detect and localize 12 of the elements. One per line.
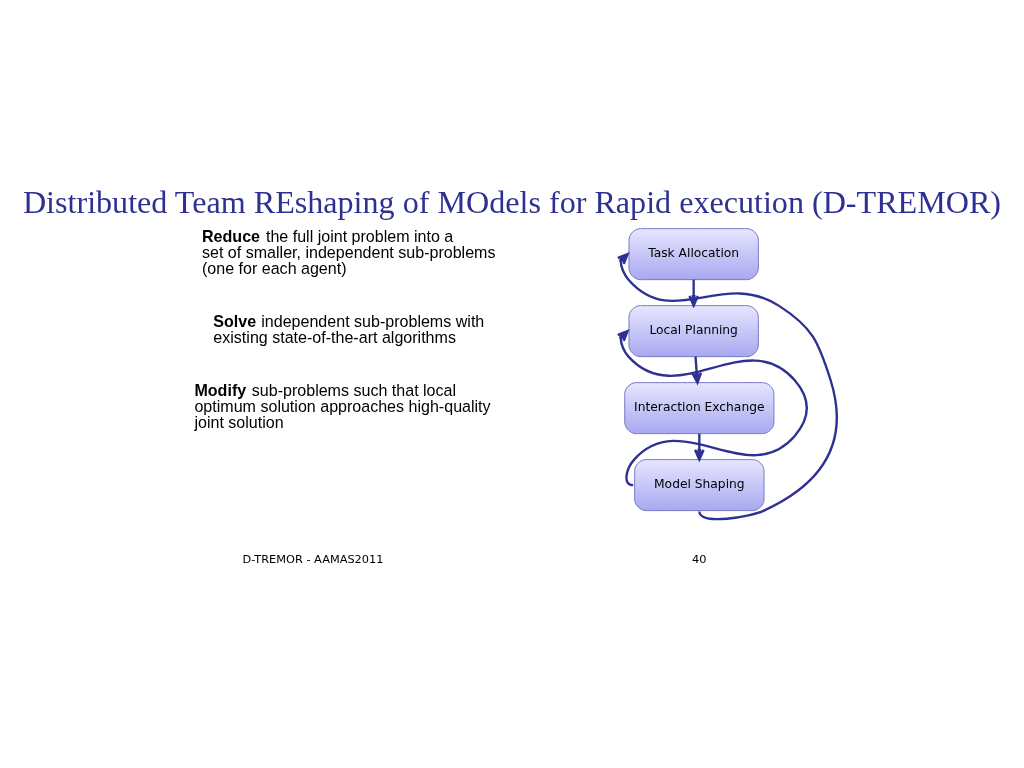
node-box: Local Planning (628, 304, 759, 357)
label: D-TREMOR - AAMAS2011 (242, 551, 384, 566)
node-box: Interaction Exchange (624, 381, 775, 434)
arrow (616, 329, 809, 486)
node-box: Task Allocation (628, 227, 759, 280)
label: Reduce the full joint problem into a set of smaller, independent sub-problems (one for each agent) (202, 226, 496, 277)
arrow (693, 433, 705, 461)
label: Solve independent sub-problems with existing state-of-the-art algorithms (213, 311, 485, 346)
label: Modify sub-problems such that local optimum solution approaches high-quality joint solution (194, 380, 491, 431)
node-box: Model Shaping (634, 458, 765, 511)
label: 40 (692, 551, 707, 566)
diagram-title: Distributed Team REshaping of MOdels for Rapid execution (D-TREMOR) (22, 183, 1002, 220)
